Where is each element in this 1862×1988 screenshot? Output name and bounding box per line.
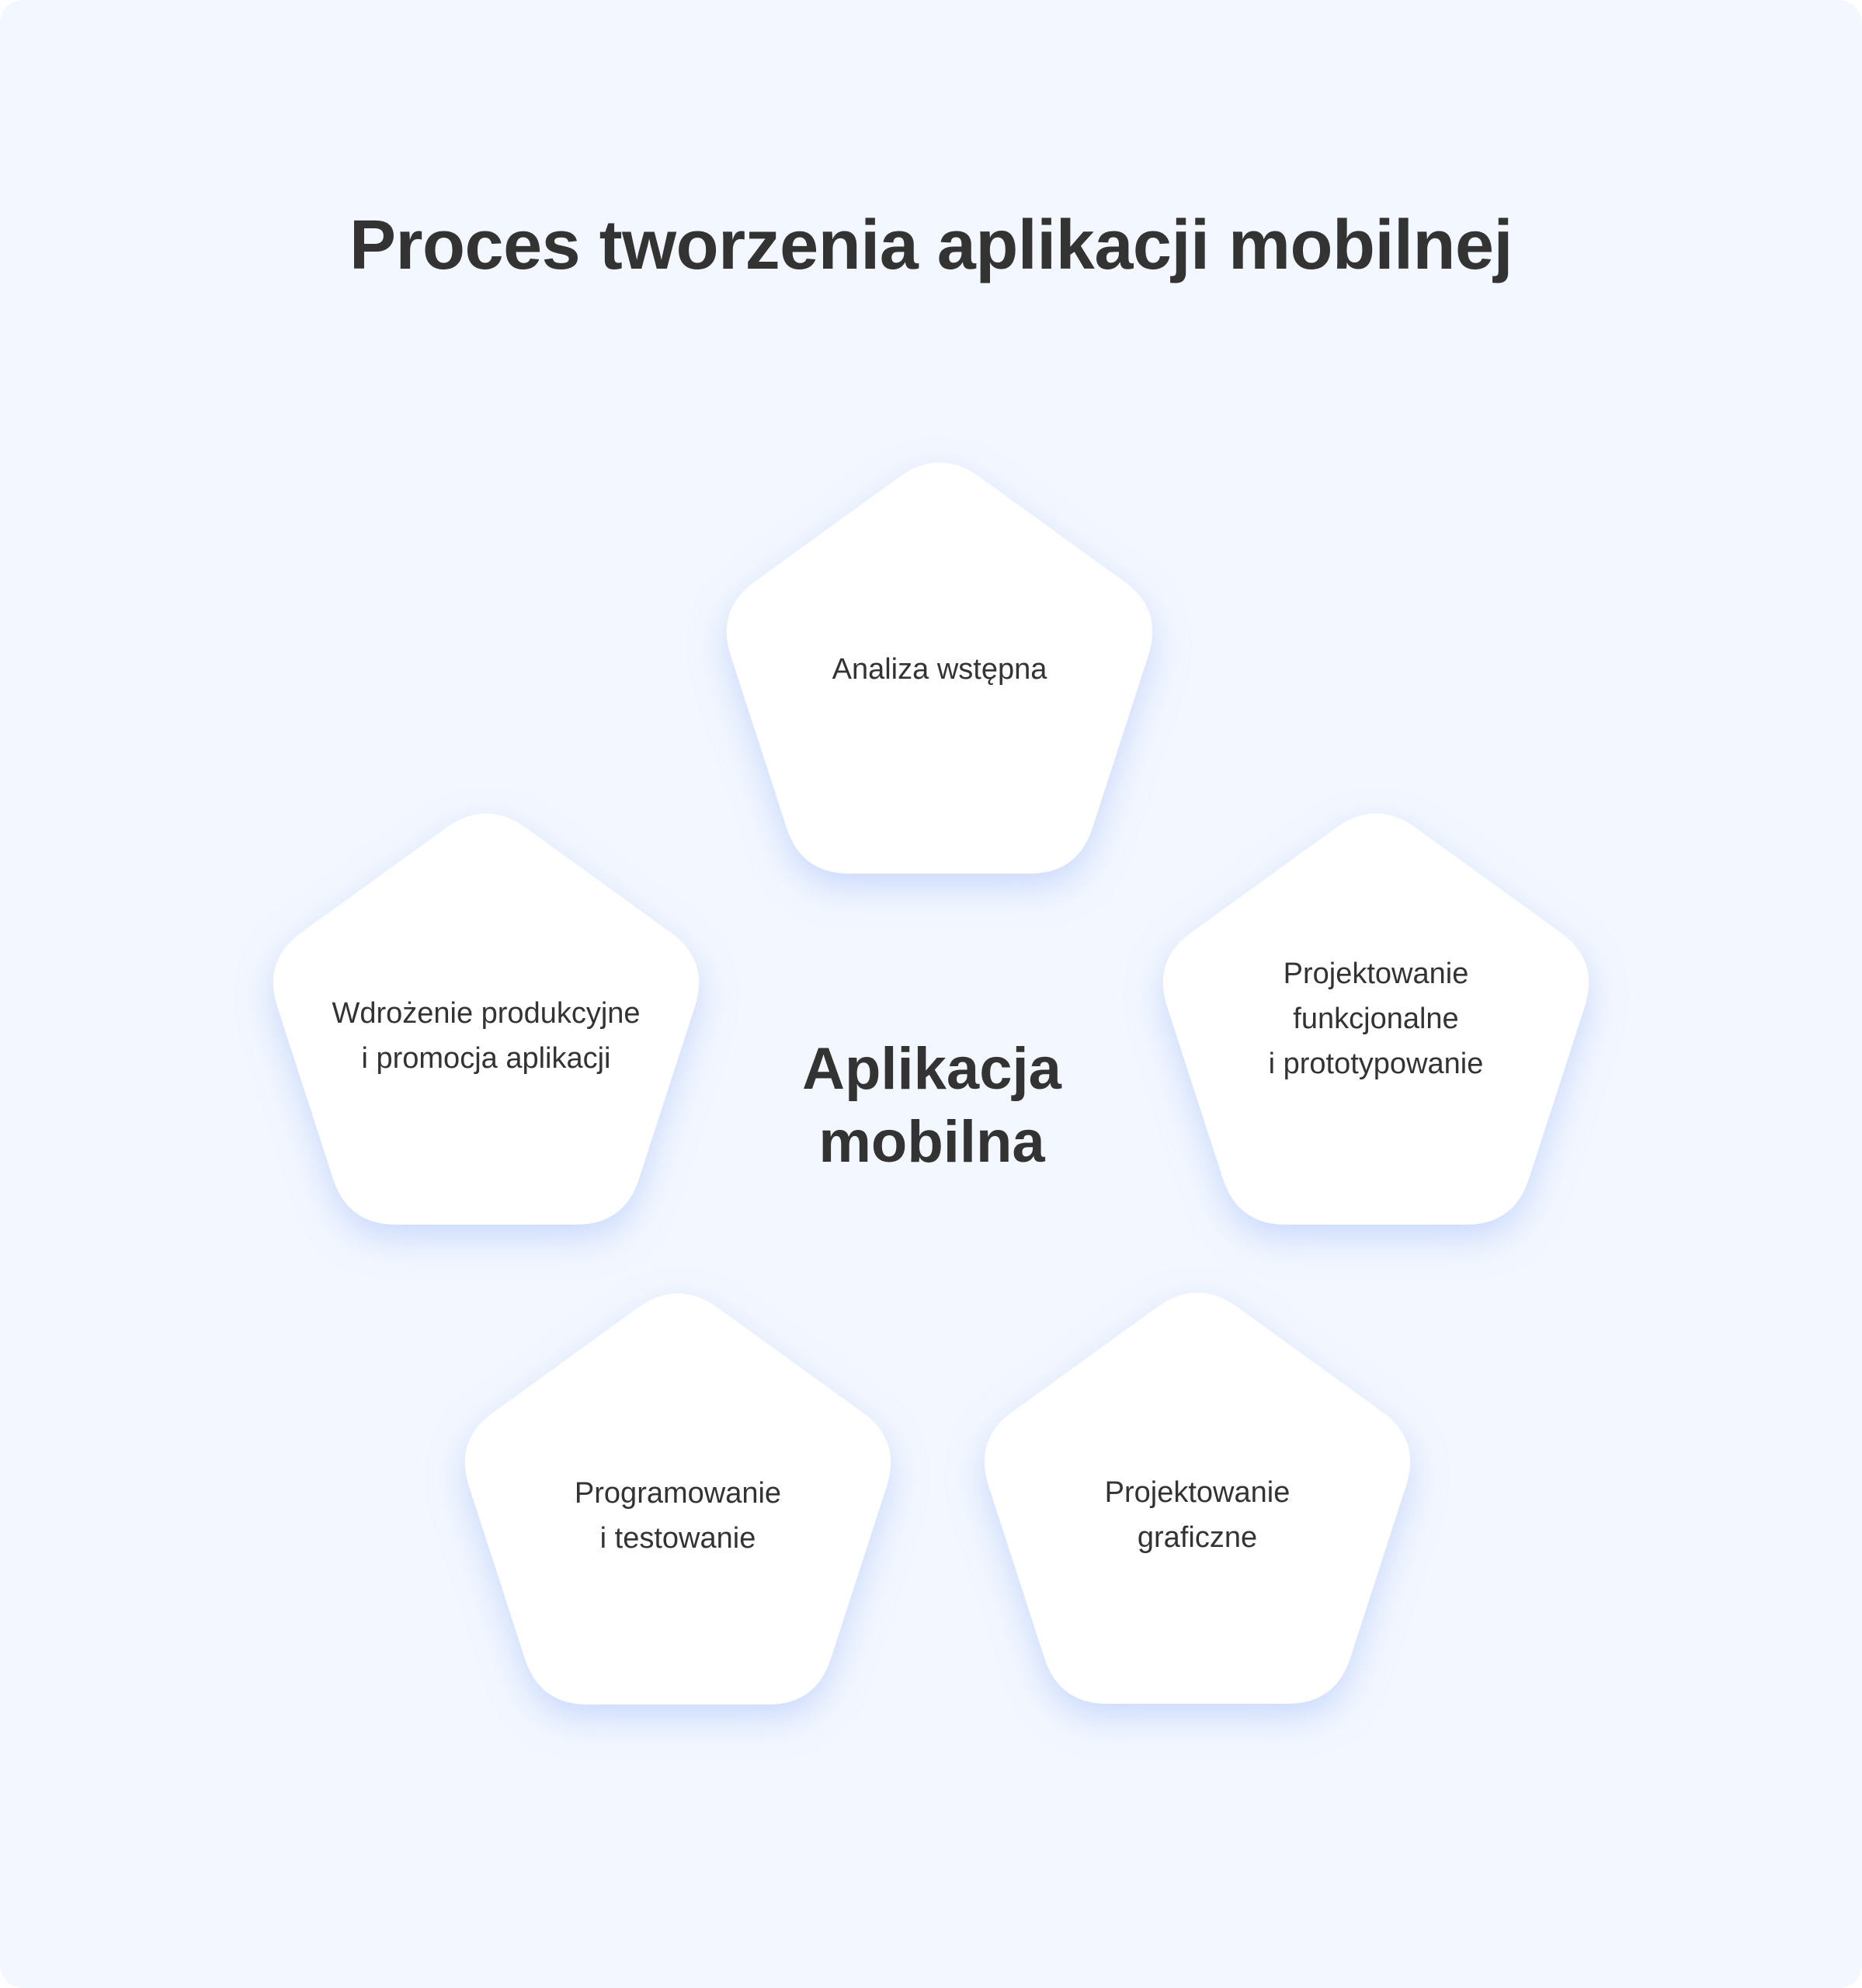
pentagon-shape — [273, 813, 700, 1225]
step-functional-design: Projektowanie funkcjonalne i prototypowa… — [1154, 813, 1598, 1242]
page-title: Proces tworzenia aplikacji mobilnej — [349, 207, 1513, 285]
step-label: Wdrożenie produkcyjne i promocja aplikac… — [332, 997, 641, 1075]
step-label: Analiza wstępna — [832, 653, 1047, 686]
center-label: Aplikacja mobilna — [802, 1036, 1061, 1175]
pentagon-shape — [1162, 813, 1589, 1225]
step-analysis: Analiza wstępna — [717, 462, 1162, 891]
step-label: Programowanie i testowanie — [574, 1477, 782, 1555]
step-graphic-design: Projektowanie graficzne — [975, 1292, 1419, 1722]
step-deployment: Wdrożenie produkcyjne i promocja aplikac… — [264, 813, 708, 1242]
step-label: Projektowanie funkcjonalne i prototypowa… — [1268, 958, 1484, 1080]
pentagon-shape — [726, 462, 1153, 874]
step-programming: Programowanie i testowanie — [456, 1293, 900, 1722]
pentagon-shape — [464, 1293, 891, 1705]
step-label: Projektowanie graficzne — [1104, 1476, 1291, 1554]
pentagon-shape — [984, 1292, 1411, 1704]
